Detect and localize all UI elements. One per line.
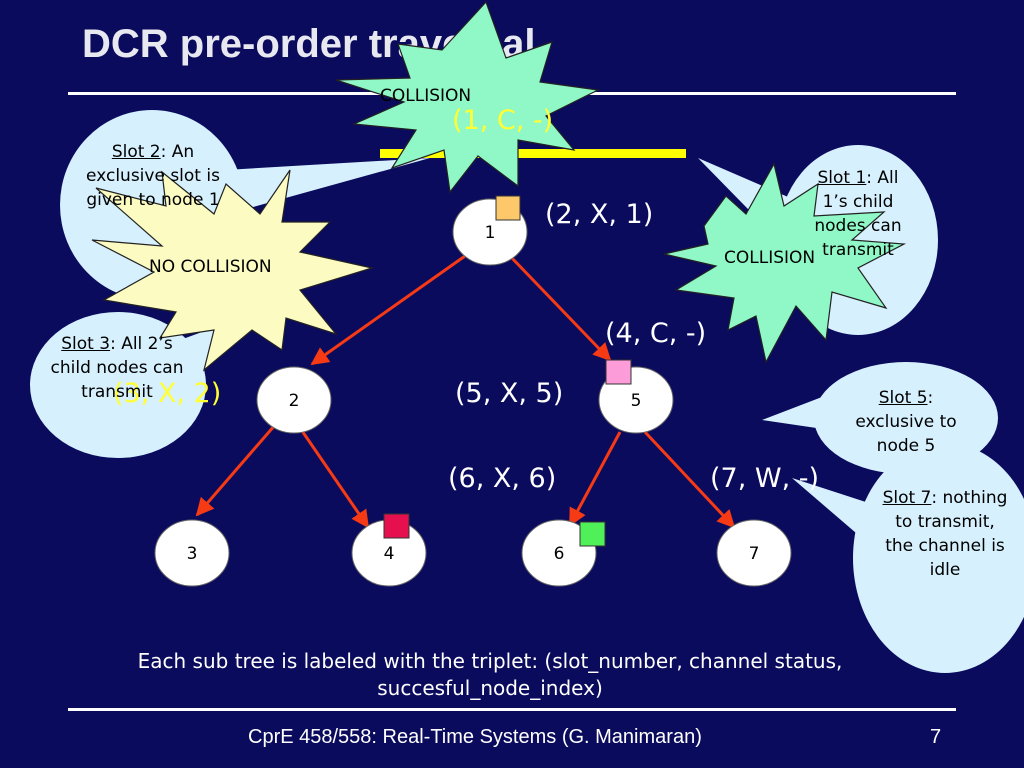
slot5-label: Slot 5 <box>878 388 928 408</box>
collision-right-label: COLLISION <box>724 248 816 268</box>
collision-burst-top <box>335 0 601 194</box>
slot2-text: : An exclusive slot is given to node 1 <box>86 142 220 210</box>
edge-5-6 <box>568 431 622 527</box>
slot1-label: Slot 1 <box>817 168 867 188</box>
slot2-callout: Slot 2: An exclusive slot is given to no… <box>80 140 226 212</box>
node-6-label: 6 <box>554 544 565 564</box>
packet-square-node6 <box>579 521 606 547</box>
slot1-callout: Slot 1: All 1’s child nodes can transmit <box>808 166 908 262</box>
slot7-label: Slot 7 <box>882 488 932 508</box>
edge-2-3 <box>195 424 277 517</box>
footer-divider <box>68 708 956 711</box>
slot3-label: Slot 3 <box>61 334 111 354</box>
packet-square-node4 <box>383 513 410 539</box>
slot7-callout-bubble <box>853 443 1024 673</box>
triplet-3: (3, X, 2) <box>113 378 222 409</box>
tree-node-2: 2 <box>256 366 332 434</box>
packet-square-node1 <box>495 195 521 221</box>
triplet-5: (5, X, 5) <box>455 378 564 409</box>
triplet-2: (2, X, 1) <box>545 199 654 230</box>
node-5-label: 5 <box>631 391 642 411</box>
tree-node-7: 7 <box>716 519 792 587</box>
diagram-caption: Each sub tree is labeled with the triple… <box>137 649 843 700</box>
node-1-label: 1 <box>485 223 496 243</box>
slot2-label: Slot 2 <box>111 142 161 162</box>
edge-1-2 <box>310 254 466 366</box>
slot5-text: : exclusive to node 5 <box>855 388 957 456</box>
slot7-text: : nothing to transmit, the channel is id… <box>885 488 1008 580</box>
node-2-label: 2 <box>289 391 300 411</box>
collision-top-label: COLLISION <box>380 86 472 106</box>
triplet-1: (1, C, -) <box>452 105 554 136</box>
no-collision-label: NO COLLISION <box>149 257 272 277</box>
footer-text: CprE 458/558: Real-Time Systems (G. Mani… <box>248 726 702 748</box>
edge-5-7 <box>643 430 736 529</box>
edge-2-4 <box>296 424 370 529</box>
slot1-text: : All 1’s child nodes can transmit <box>814 168 902 260</box>
node-4-label: 4 <box>384 544 395 564</box>
no-collision-burst <box>91 169 375 372</box>
node-3-label: 3 <box>187 544 198 564</box>
packet-square-node5 <box>605 359 632 385</box>
tree-node-6: 6 <box>521 519 597 587</box>
slot3-callout-bubble <box>30 312 206 458</box>
slot7-callout-tail <box>792 478 875 545</box>
node-7-label: 7 <box>749 544 760 564</box>
tree-node-3: 3 <box>154 519 230 587</box>
triplet-4: (4, C, -) <box>605 318 707 349</box>
collision-bar <box>380 149 686 158</box>
page-number: 7 <box>930 726 942 748</box>
slot5-callout: Slot 5: exclusive to node 5 <box>848 386 964 458</box>
triplet-7: (7, W, -) <box>710 463 820 494</box>
edge-1-5 <box>508 254 612 362</box>
slot3-callout: Slot 3: All 2’s child nodes can transmit <box>50 332 184 404</box>
triplet-6: (6, X, 6) <box>448 463 557 494</box>
slot7-callout: Slot 7: nothing to transmit, the channel… <box>880 486 1010 582</box>
collision-burst-right <box>663 162 907 364</box>
slot3-text: : All 2’s child nodes can transmit <box>50 334 184 402</box>
